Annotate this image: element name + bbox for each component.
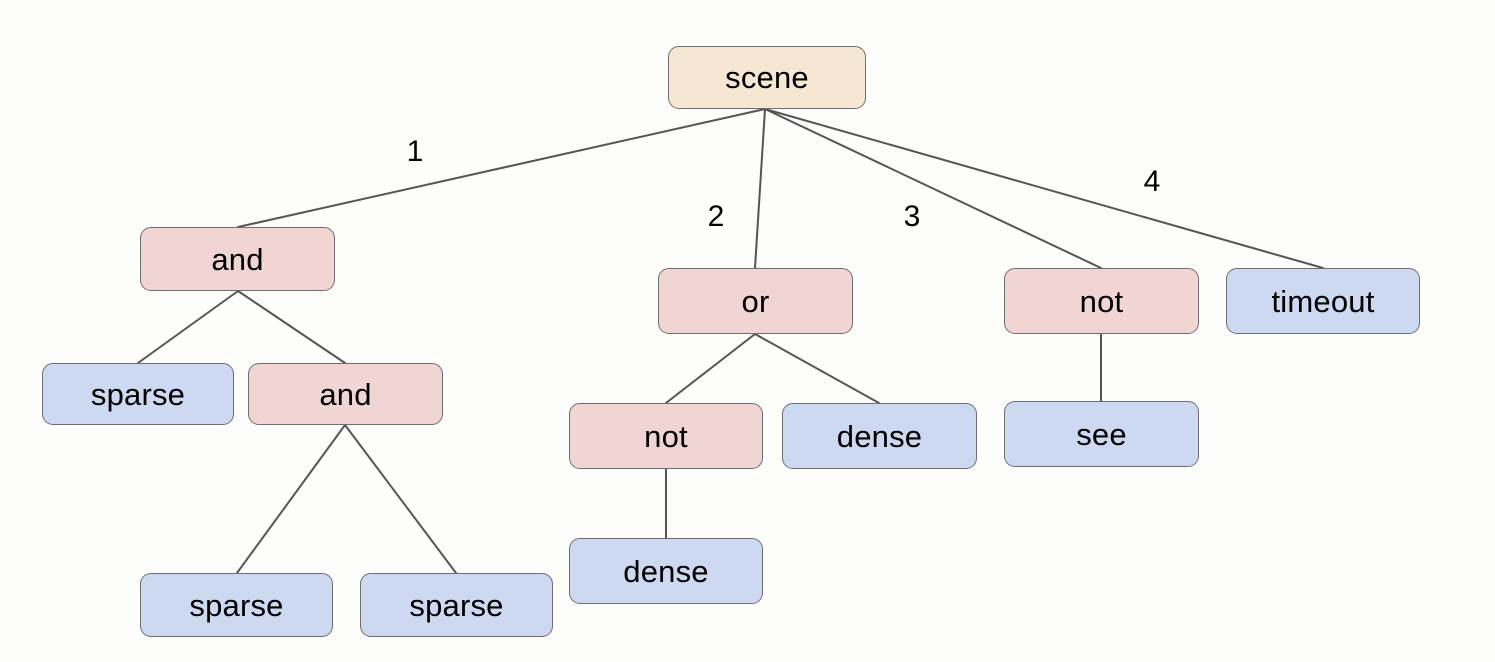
edge-label-3: 3 xyxy=(903,200,921,233)
edge-scene-to-or1 xyxy=(754,108,766,269)
node-not1[interactable]: not xyxy=(569,403,763,469)
node-sparse3[interactable]: sparse xyxy=(360,573,553,637)
edge-or1-to-not1 xyxy=(665,333,756,404)
edge-and2-to-sparse3 xyxy=(344,424,457,574)
edge-and1-to-sparse1 xyxy=(137,290,239,364)
edge-and2-to-sparse2 xyxy=(236,424,346,574)
edge-label-4: 4 xyxy=(1143,165,1161,198)
node-scene[interactable]: scene xyxy=(668,46,866,109)
node-or1[interactable]: or xyxy=(658,268,853,334)
node-see1[interactable]: see xyxy=(1004,401,1199,467)
edge-scene-to-not2 xyxy=(764,108,1102,269)
edge-label-1: 1 xyxy=(406,135,424,168)
edge-and1-to-and2 xyxy=(237,290,346,364)
node-dense2[interactable]: dense xyxy=(569,538,763,604)
node-not2[interactable]: not xyxy=(1004,268,1199,334)
edge-scene-to-and1 xyxy=(237,108,766,228)
edge-scene-to-timeout1 xyxy=(764,108,1324,269)
node-timeout1[interactable]: timeout xyxy=(1226,268,1420,334)
edge-or1-to-dense1 xyxy=(754,333,880,404)
node-and2[interactable]: and xyxy=(248,363,443,425)
node-sparse1[interactable]: sparse xyxy=(42,363,234,425)
node-dense1[interactable]: dense xyxy=(782,403,977,469)
node-sparse2[interactable]: sparse xyxy=(140,573,333,637)
node-and1[interactable]: and xyxy=(140,227,335,291)
edge-label-2: 2 xyxy=(707,200,725,233)
